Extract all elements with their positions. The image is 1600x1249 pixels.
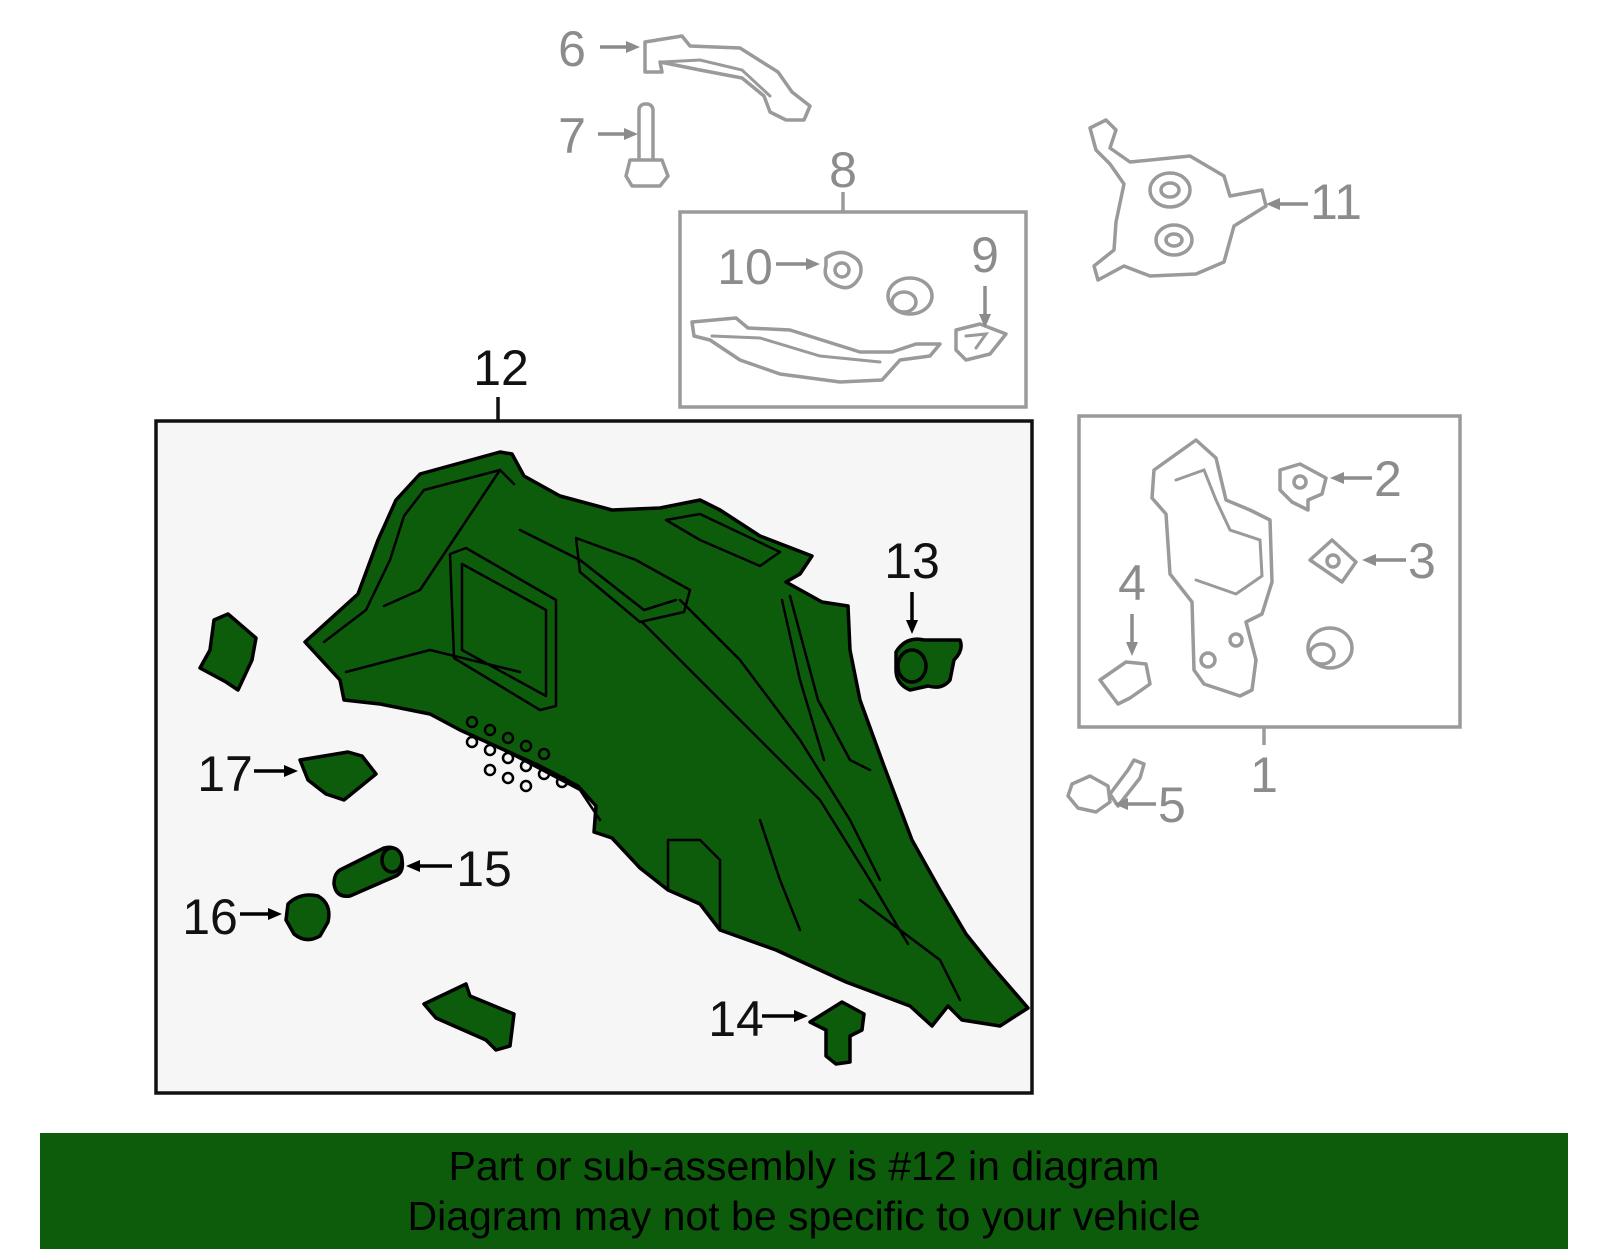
part-17-clip	[298, 750, 378, 802]
callout-4: 4	[1118, 555, 1146, 611]
callout-9: 9	[971, 227, 999, 283]
arrow-11	[1266, 198, 1308, 210]
callout-6: 6	[558, 21, 586, 77]
arrow-17	[254, 765, 298, 777]
arrow-9	[979, 286, 991, 328]
arrow-14	[762, 1010, 808, 1022]
part-3-nut	[1308, 538, 1358, 584]
callout-14: 14	[708, 991, 764, 1047]
callout-12: 12	[473, 340, 529, 396]
callout-15: 15	[456, 841, 512, 897]
part-8-grommet	[886, 276, 934, 316]
callout-16: 16	[182, 889, 238, 945]
part-6-bracket	[643, 34, 812, 122]
arrow-4	[1126, 614, 1138, 656]
callout-17: 17	[197, 746, 253, 802]
arrow-5	[1114, 798, 1156, 810]
callout-10: 10	[717, 239, 773, 295]
arrow-10	[776, 258, 820, 270]
arrow-16	[240, 908, 282, 920]
part-1-grommet	[1306, 626, 1354, 670]
part-12-clip-left	[198, 612, 258, 692]
arrow-6	[600, 41, 640, 53]
arrow-2	[1330, 472, 1372, 484]
part-12-quarter-trim-panel	[303, 450, 1030, 1028]
callout-13: 13	[884, 533, 940, 589]
part-12-clip-bottom	[422, 982, 516, 1052]
part-1-bracket	[1150, 438, 1274, 698]
callout-5: 5	[1158, 777, 1186, 833]
callout-7: 7	[558, 108, 586, 164]
part-10-clip	[823, 250, 863, 290]
callout-11: 11	[1310, 174, 1362, 230]
arrow-7	[598, 128, 638, 140]
part-9-clip	[954, 322, 1008, 362]
part-5-bolt	[1066, 758, 1146, 814]
callout-2: 2	[1374, 451, 1402, 507]
banner-line-2: Diagram may not be specific to your vehi…	[407, 1193, 1201, 1239]
part-16-plug	[284, 893, 331, 942]
part-8-trim-strip	[690, 316, 942, 384]
callout-1: 1	[1250, 747, 1278, 803]
part-11-mount	[1088, 118, 1268, 282]
banner-line-1: Part or sub-assembly is #12 in diagram	[448, 1143, 1160, 1189]
info-banner: Part or sub-assembly is #12 in diagram D…	[40, 1133, 1568, 1249]
part-14-retainer	[808, 1000, 866, 1066]
part-15-pin	[332, 845, 405, 898]
vent-holes	[465, 715, 569, 793]
arrow-3	[1362, 554, 1406, 566]
callout-3: 3	[1408, 533, 1436, 589]
arrow-13	[906, 592, 918, 634]
arrow-15	[406, 860, 452, 872]
part-2-clip	[1278, 462, 1328, 512]
part-13-push-pin	[894, 637, 963, 692]
part-4-clip	[1098, 660, 1152, 706]
callout-8: 8	[829, 142, 857, 198]
part-7-bolt	[624, 102, 670, 188]
